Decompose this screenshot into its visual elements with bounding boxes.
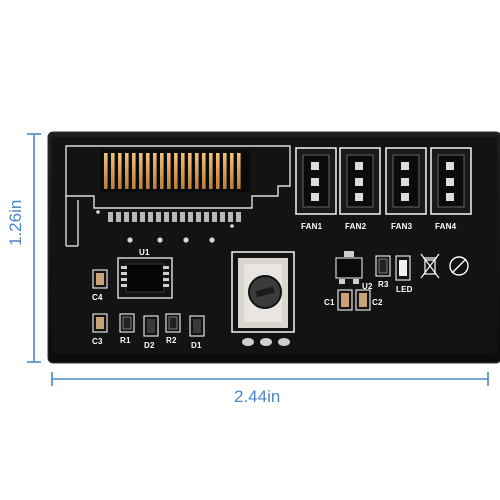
rohs-mark-icon	[449, 256, 469, 276]
potentiometer	[231, 251, 295, 346]
fan4-label: FAN4	[435, 222, 457, 231]
cap-c2	[355, 289, 371, 311]
diode-d1	[189, 315, 205, 337]
cap-c3	[92, 313, 108, 333]
cap-c4	[92, 269, 108, 289]
c1-label: C1	[324, 298, 335, 307]
c4-label: C4	[92, 293, 103, 302]
c3-label: C3	[92, 337, 103, 346]
power-connector-pins	[104, 153, 241, 189]
res-r1	[119, 313, 135, 333]
fan-header-1	[295, 147, 337, 215]
connector-solder-pads	[108, 212, 241, 222]
u2-label: U2	[362, 282, 373, 291]
diode-d2	[143, 315, 159, 337]
chip-u2	[335, 251, 363, 284]
led	[395, 255, 411, 281]
d1-label: D1	[191, 341, 202, 350]
led-label: LED	[396, 285, 413, 294]
chip-u1	[117, 257, 173, 299]
fan-header-4	[430, 147, 472, 215]
r1-label: R1	[120, 336, 131, 345]
cap-c1	[337, 289, 353, 311]
fan2-label: FAN2	[345, 222, 367, 231]
u1-label: U1	[139, 248, 150, 257]
fan3-label: FAN3	[391, 222, 413, 231]
r3-label: R3	[378, 280, 389, 289]
fan-header-3	[385, 147, 427, 215]
r2-label: R2	[166, 336, 177, 345]
fan1-label: FAN1	[301, 222, 323, 231]
power-connector-outline	[65, 145, 291, 209]
weee-bin-icon	[420, 253, 440, 279]
c2-label: C2	[372, 298, 383, 307]
res-r2	[165, 313, 181, 333]
res-r3	[375, 255, 391, 277]
fan-header-2	[339, 147, 381, 215]
d2-label: D2	[144, 341, 155, 350]
width-dimension-label: 2.44in	[234, 387, 281, 406]
